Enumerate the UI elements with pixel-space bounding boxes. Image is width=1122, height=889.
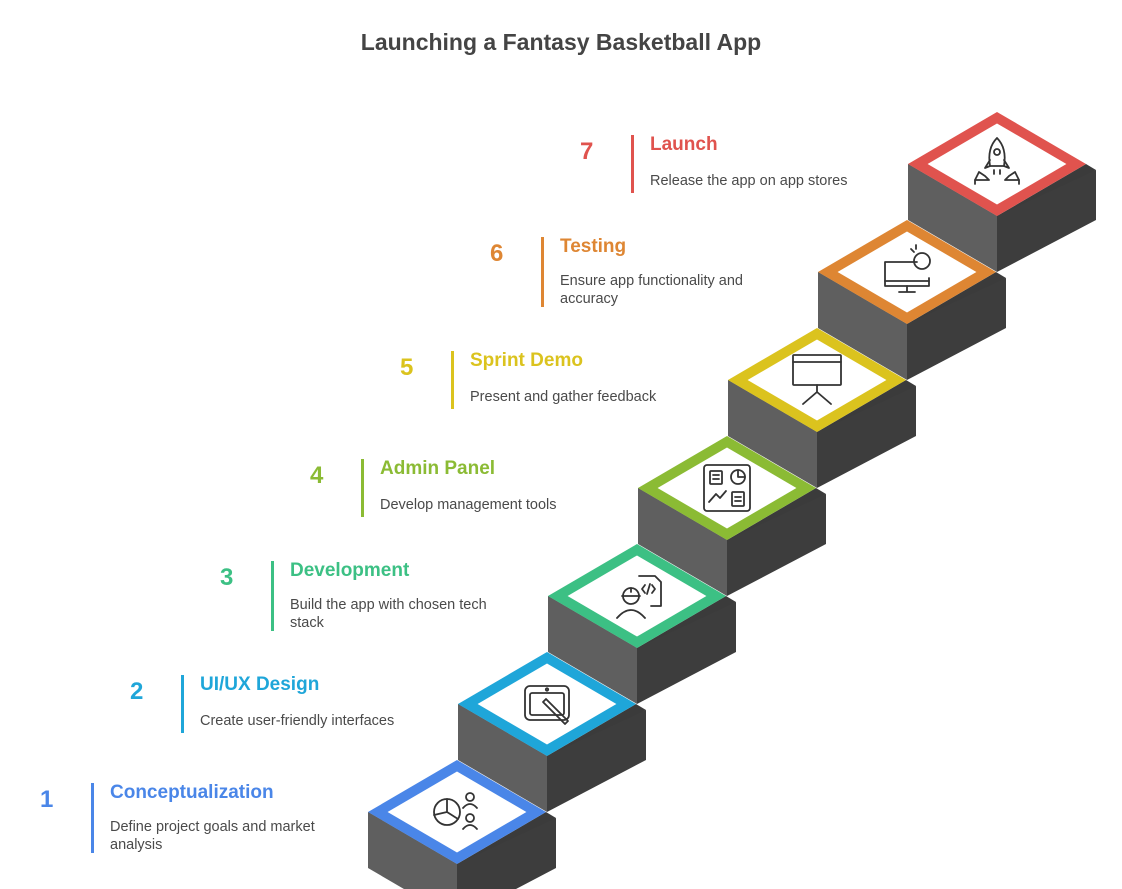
step-title-3: Development (290, 560, 410, 581)
step-riser (908, 164, 997, 272)
pie-chart-people-icon (433, 792, 478, 830)
step-top-face (747, 339, 887, 421)
stair-step-1 (368, 760, 556, 889)
step-description-6: Ensure app functionality and accuracy (560, 273, 743, 307)
stair-step-4 (638, 436, 826, 596)
step-riser (368, 812, 457, 889)
step-number-1: 1 (40, 786, 54, 813)
step-number-2: 2 (130, 678, 144, 705)
dashboard-panel-icon (703, 464, 751, 512)
stair-step-3 (548, 544, 736, 704)
rocket-launch-icon (974, 137, 1020, 185)
step-title-1: Conceptualization (110, 782, 274, 803)
stair-step-6 (818, 220, 1006, 380)
step-description-4: Develop management tools (380, 497, 557, 513)
stair-step-5 (728, 328, 916, 488)
step-top-face (657, 447, 797, 529)
step-title-4: Admin Panel (380, 458, 496, 479)
design-tablet-pen-icon (524, 685, 570, 725)
step-number-4: 4 (310, 462, 324, 489)
step-description-1: Define project goals and market analysis (110, 819, 315, 853)
step-top-face (387, 771, 527, 853)
step-number-5: 5 (400, 354, 414, 381)
step-top-face (477, 663, 617, 745)
developer-code-icon (616, 575, 662, 619)
step-top-face (927, 123, 1067, 205)
step-description-3: Build the app with chosen tech stack (290, 597, 487, 631)
presentation-board-icon (792, 354, 842, 405)
step-description-7: Release the app on app stores (650, 173, 848, 189)
step-accent-bar (181, 675, 184, 733)
step-accent-bar (541, 237, 544, 307)
stair-step-7 (908, 112, 1096, 272)
step-accent-bar (631, 135, 634, 193)
step-title-6: Testing (560, 236, 627, 257)
step-accent-bar (91, 783, 94, 853)
step-number-3: 3 (220, 564, 234, 591)
page-title: Launching a Fantasy Basketball App (360, 29, 762, 55)
monitor-bug-icon (884, 244, 931, 293)
step-description-2: Create user-friendly interfaces (200, 713, 395, 729)
step-title-5: Sprint Demo (470, 350, 583, 371)
step-riser (458, 704, 547, 812)
step-number-6: 6 (490, 240, 504, 267)
step-title-2: UI/UX Design (200, 674, 320, 695)
step-riser (548, 596, 637, 704)
step-description-5: Present and gather feedback (470, 389, 657, 405)
stair-step-2 (458, 652, 646, 812)
step-riser (728, 380, 817, 488)
step-riser (818, 272, 907, 380)
step-title-7: Launch (650, 134, 718, 155)
step-accent-bar (361, 459, 364, 517)
step-riser (638, 488, 727, 596)
step-number-7: 7 (580, 138, 594, 165)
step-top-face (837, 231, 977, 313)
step-accent-bar (451, 351, 454, 409)
step-accent-bar (271, 561, 274, 631)
